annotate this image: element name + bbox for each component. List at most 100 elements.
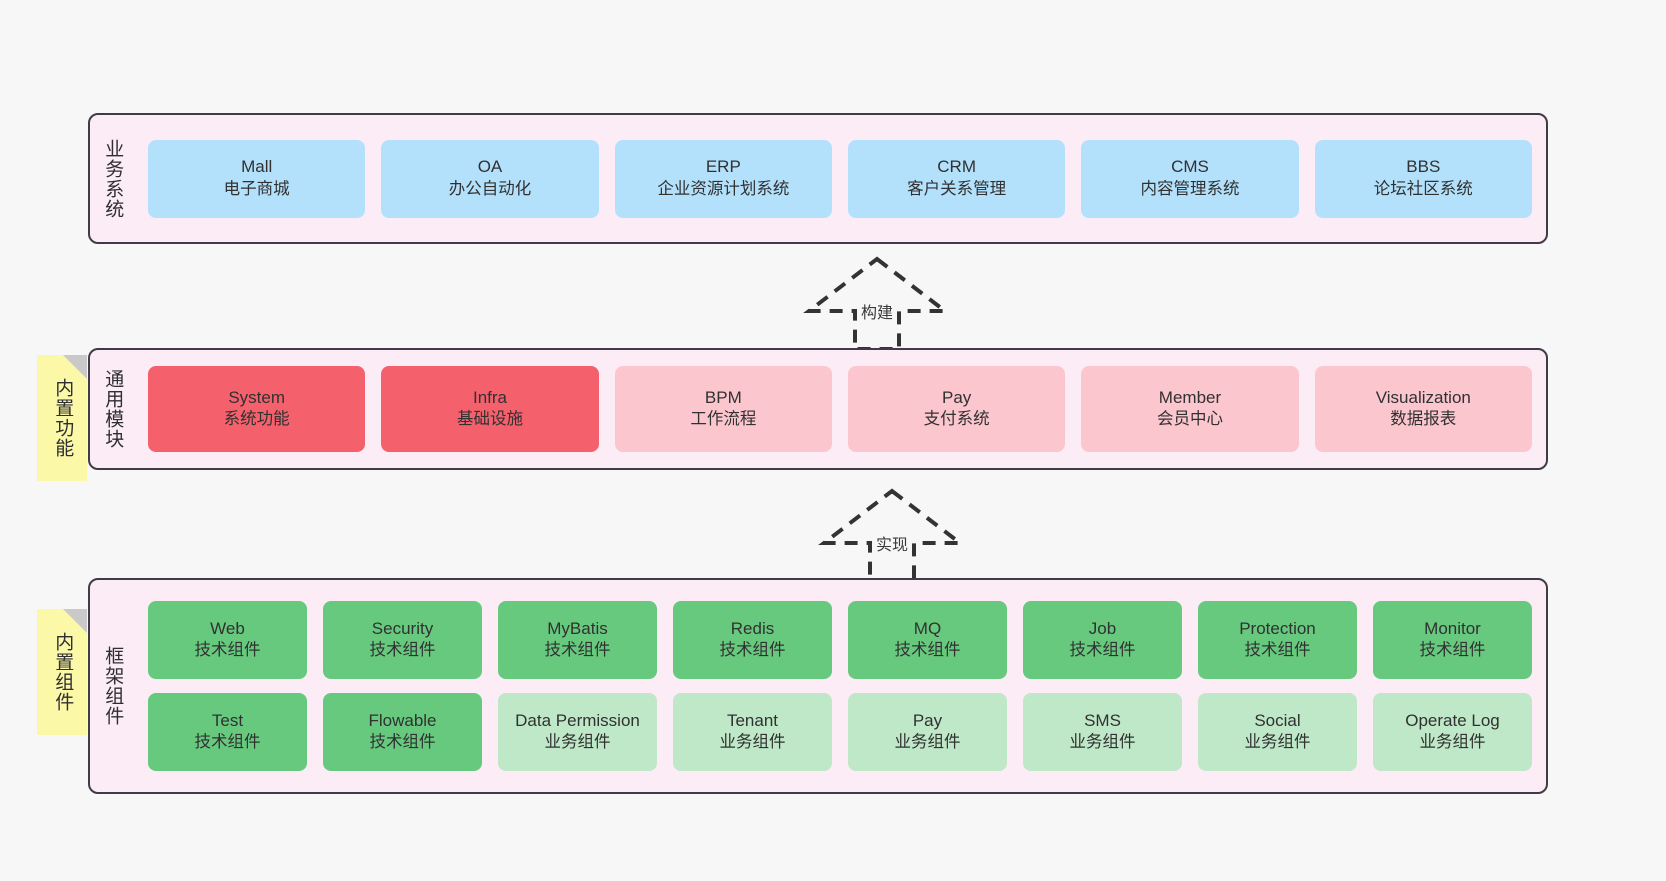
card-subtitle: 客户关系管理	[907, 179, 1007, 198]
card-subtitle: 内容管理系统	[1140, 179, 1240, 198]
card-title: Job	[1088, 618, 1117, 638]
card-subtitle: 技术组件	[1244, 641, 1311, 660]
card-title: System	[228, 387, 285, 407]
card-job[interactable]: Job 技术组件	[1023, 601, 1182, 679]
card-subtitle: 技术组件	[719, 641, 786, 660]
card-title: Tenant	[726, 710, 779, 730]
card-pay-business[interactable]: Pay 业务组件	[848, 693, 1007, 771]
card-subtitle: 业务组件	[544, 733, 611, 752]
card-subtitle: 办公自动化	[448, 179, 532, 198]
layer-body-business-systems: Mall 电子商城 OA 办公自动化 ERP 企业资源计划系统 CRM 客户关系…	[134, 115, 1546, 242]
card-erp[interactable]: ERP 企业资源计划系统	[614, 139, 832, 218]
card-title: Infra	[472, 387, 507, 407]
card-tenant[interactable]: Tenant 业务组件	[673, 693, 832, 771]
card-subtitle: 企业资源计划系统	[657, 179, 790, 198]
card-subtitle: 技术组件	[1419, 641, 1486, 660]
card-title: Security	[371, 618, 434, 638]
card-title: Visualization	[1375, 387, 1471, 407]
connector-build-label: 构建	[860, 305, 894, 322]
card-subtitle: 系统功能	[223, 410, 290, 429]
card-protection[interactable]: Protection 技术组件	[1198, 601, 1357, 679]
card-mq[interactable]: MQ 技术组件	[848, 601, 1007, 679]
card-subtitle: 技术组件	[194, 641, 261, 660]
card-title: CMS	[1171, 157, 1209, 177]
layer-body-framework-components: Web 技术组件 Security 技术组件 MyBatis 技术组件 Redi…	[134, 580, 1546, 792]
layer-business-systems: 业务系统 Mall 电子商城 OA 办公自动化 ERP 企业资源计划系统 CRM…	[88, 113, 1548, 244]
card-security[interactable]: Security 技术组件	[323, 601, 482, 679]
card-subtitle: 电子商城	[223, 179, 290, 198]
card-title: Web	[210, 618, 245, 638]
connector-implement-arrow: 实现	[812, 487, 972, 583]
card-subtitle: 基础设施	[456, 410, 523, 429]
card-row: Test 技术组件 Flowable 技术组件 Data Permission …	[148, 693, 1532, 771]
card-operate-log[interactable]: Operate Log 业务组件	[1373, 693, 1532, 771]
card-row: Mall 电子商城 OA 办公自动化 ERP 企业资源计划系统 CRM 客户关系…	[148, 139, 1532, 218]
card-redis[interactable]: Redis 技术组件	[673, 601, 832, 679]
card-oa[interactable]: OA 办公自动化	[381, 139, 599, 218]
card-subtitle: 论坛社区系统	[1373, 179, 1473, 198]
card-mall[interactable]: Mall 电子商城	[148, 139, 366, 218]
card-title: MQ	[913, 618, 942, 638]
card-title: CRM	[937, 157, 976, 177]
note-fold-corner-icon	[63, 609, 87, 633]
card-title: Pay	[942, 387, 972, 407]
card-subtitle: 技术组件	[369, 733, 436, 752]
layer-framework-components: 框架组件 Web 技术组件 Security 技术组件 MyBatis 技术组件…	[88, 578, 1548, 794]
card-title: Data Permission	[515, 710, 640, 730]
note-label: 内置组件	[52, 632, 74, 712]
card-subtitle: 业务组件	[1069, 733, 1136, 752]
card-infra[interactable]: Infra 基础设施	[381, 366, 599, 452]
card-title: SMS	[1084, 710, 1121, 730]
card-monitor[interactable]: Monitor 技术组件	[1373, 601, 1532, 679]
card-title: MyBatis	[547, 618, 608, 638]
card-subtitle: 支付系统	[923, 410, 990, 429]
card-system[interactable]: System 系统功能	[148, 366, 366, 452]
card-bpm[interactable]: BPM 工作流程	[614, 366, 832, 452]
card-sms[interactable]: SMS 业务组件	[1023, 693, 1182, 771]
card-row: Web 技术组件 Security 技术组件 MyBatis 技术组件 Redi…	[148, 601, 1532, 679]
layer-common-modules: 通用模块 System 系统功能 Infra 基础设施 BPM 工作流程 Pay…	[88, 348, 1548, 470]
card-title: BBS	[1406, 157, 1441, 177]
card-subtitle: 会员中心	[1156, 410, 1223, 429]
layer-caption-framework-components: 框架组件	[102, 646, 124, 726]
note-fold-corner-icon	[63, 355, 87, 379]
card-subtitle: 技术组件	[1069, 641, 1136, 660]
layer-caption-business-systems: 业务系统	[102, 138, 124, 219]
card-title: Redis	[730, 618, 775, 638]
note-builtin-features: 内置功能	[37, 355, 87, 481]
card-data-permission[interactable]: Data Permission 业务组件	[498, 693, 657, 771]
layer-caption-common-modules: 通用模块	[102, 369, 124, 449]
card-title: Member	[1158, 387, 1222, 407]
card-subtitle: 技术组件	[369, 641, 436, 660]
card-mybatis[interactable]: MyBatis 技术组件	[498, 601, 657, 679]
card-subtitle: 数据报表	[1390, 410, 1457, 429]
card-cms[interactable]: CMS 内容管理系统	[1081, 139, 1299, 218]
card-pay[interactable]: Pay 支付系统	[847, 366, 1066, 452]
card-flowable[interactable]: Flowable 技术组件	[323, 693, 482, 771]
card-title: Test	[211, 710, 244, 730]
card-title: OA	[477, 157, 503, 177]
card-social[interactable]: Social 业务组件	[1198, 693, 1357, 771]
card-member[interactable]: Member 会员中心	[1081, 366, 1299, 452]
note-builtin-components: 内置组件	[37, 609, 87, 735]
card-subtitle: 技术组件	[194, 733, 261, 752]
card-test[interactable]: Test 技术组件	[148, 693, 307, 771]
card-bbs[interactable]: BBS 论坛社区系统	[1314, 139, 1532, 218]
card-row: System 系统功能 Infra 基础设施 BPM 工作流程 Pay 支付系统…	[148, 366, 1532, 452]
layer-body-common-modules: System 系统功能 Infra 基础设施 BPM 工作流程 Pay 支付系统…	[134, 350, 1546, 468]
note-label: 内置功能	[52, 378, 74, 458]
card-title: Social	[1254, 710, 1301, 730]
card-title: Operate Log	[1405, 710, 1500, 730]
card-title: Protection	[1239, 618, 1316, 638]
card-subtitle: 业务组件	[894, 733, 961, 752]
card-title: BPM	[704, 387, 742, 407]
card-visualization[interactable]: Visualization 数据报表	[1314, 366, 1532, 452]
card-crm[interactable]: CRM 客户关系管理	[847, 139, 1066, 218]
connector-build-arrow: 构建	[797, 255, 957, 351]
card-subtitle: 技术组件	[544, 641, 611, 660]
card-subtitle: 业务组件	[1244, 733, 1311, 752]
card-title: Monitor	[1424, 618, 1481, 638]
card-subtitle: 技术组件	[894, 641, 961, 660]
card-web[interactable]: Web 技术组件	[148, 601, 307, 679]
